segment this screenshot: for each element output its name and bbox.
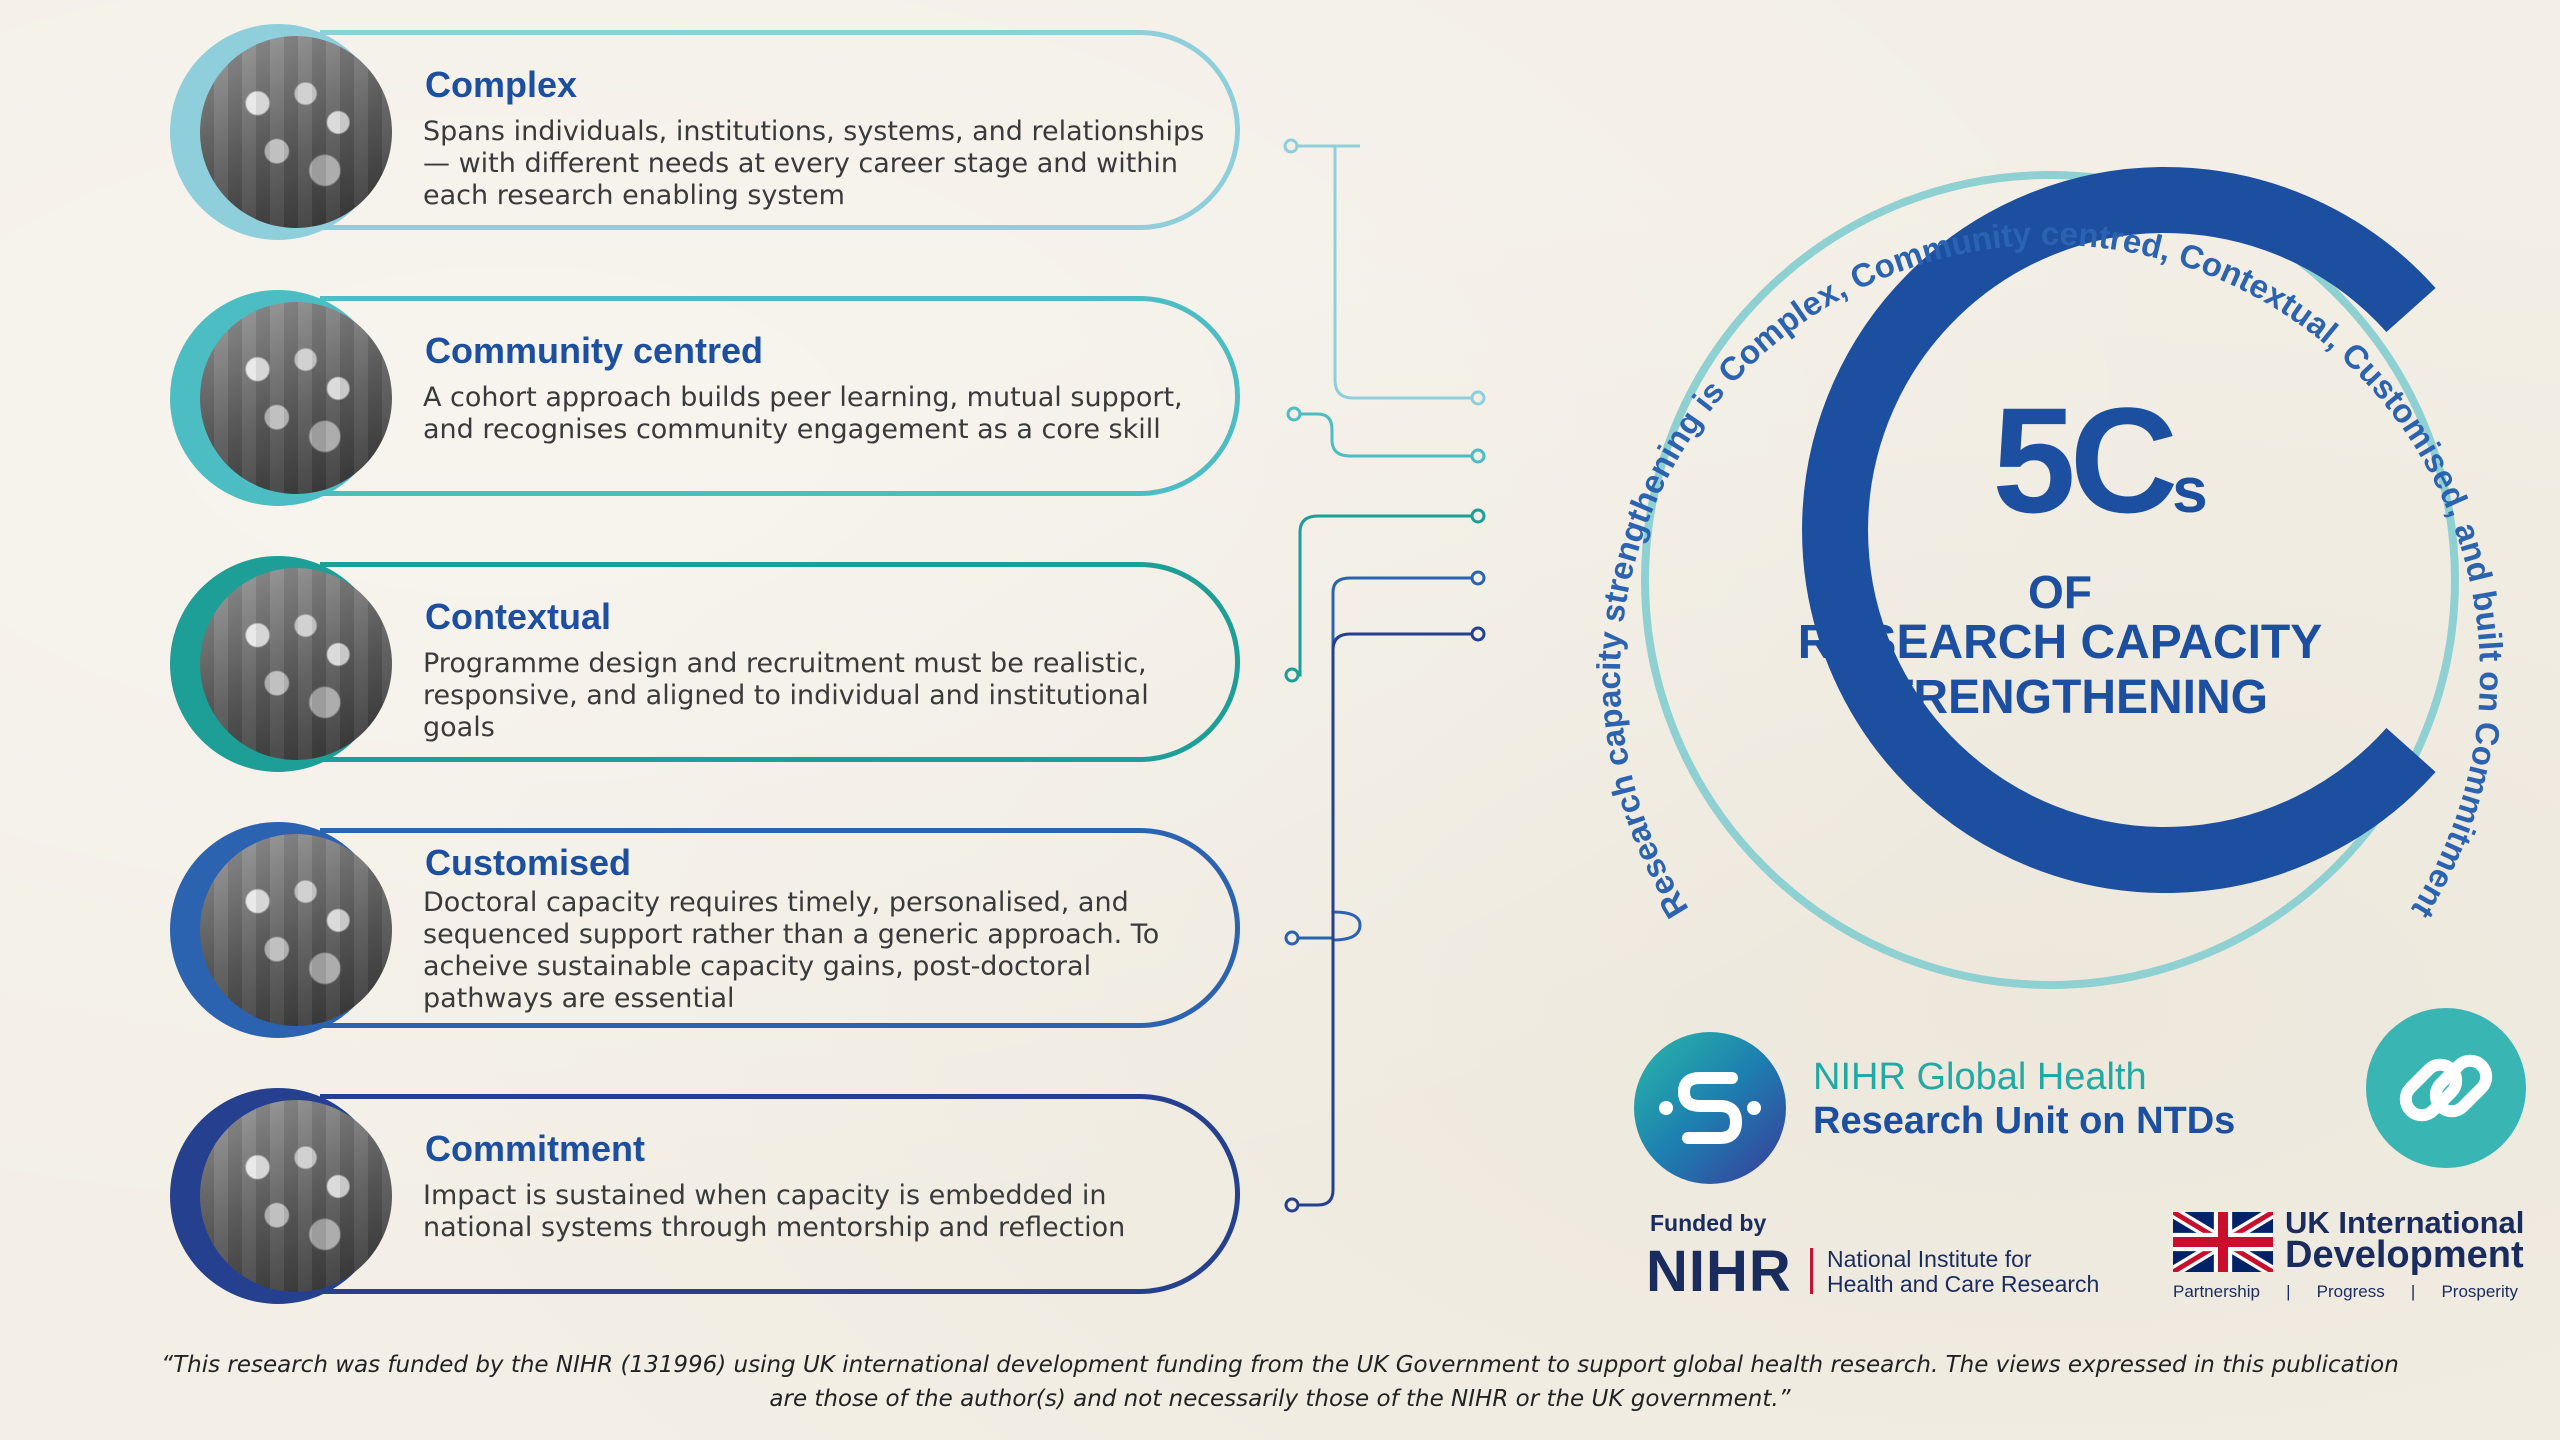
card-customised: Customised Doctoral capacity requires ti… <box>170 822 1265 1038</box>
connector-node-complex-start <box>1283 138 1299 154</box>
group-photo <box>200 568 392 760</box>
connector-customised-loop <box>1332 910 1362 942</box>
title-research-capacity: RESEARCH CAPACITY STRENGTHENING <box>1797 616 2323 724</box>
card-title: Community centred <box>425 330 764 371</box>
uk-flag-icon <box>2173 1212 2273 1272</box>
connector-node-community-end <box>1470 448 1486 464</box>
card-complex: Complex Spans individuals, institutions,… <box>170 24 1265 240</box>
title-5cs: 5Cs <box>1992 376 2208 544</box>
card-commitment: Commitment Impact is sustained when capa… <box>170 1088 1265 1304</box>
connector-node-community-start <box>1286 406 1302 422</box>
card-body: A cohort approach builds peer learning, … <box>423 382 1183 445</box>
card-community: Community centred A cohort approach buil… <box>170 290 1265 506</box>
nihr-unit-name: NIHR Global Health Research Unit on NTDs <box>1813 1056 2236 1142</box>
card-title: Customised <box>425 842 632 883</box>
card-title: Contextual <box>425 596 612 637</box>
connector-node-commitment-end <box>1470 626 1486 642</box>
card-body: Doctoral capacity requires timely, perso… <box>423 887 1160 1014</box>
connector-node-complex-end <box>1470 390 1486 406</box>
connector-node-commitment-start <box>1284 1197 1300 1213</box>
card-frame <box>320 828 1240 1028</box>
connector-contextual <box>1292 514 1478 677</box>
connector-node-customised-start <box>1284 930 1300 946</box>
link-icon <box>2399 1054 2493 1122</box>
connector-customised <box>1292 576 1478 940</box>
five-cs-emblem: Research capacity strengthening is Compl… <box>1590 167 2510 989</box>
uk-tagline: Partnership | Progress | Prosperity <box>2173 1282 2518 1301</box>
connector-commitment <box>1292 632 1478 1207</box>
card-body: Spans individuals, institutions, systems… <box>423 116 1205 211</box>
connector-node-contextual-end <box>1470 508 1486 524</box>
card-frame <box>320 296 1240 496</box>
funding-disclaimer: “This research was funded by the NIHR (1… <box>161 1352 2399 1412</box>
nihr-divider <box>1810 1248 1813 1294</box>
outer-ring <box>1641 171 2459 989</box>
group-photo <box>200 36 392 228</box>
funded-by-label: Funded by <box>1650 1210 1767 1236</box>
nihr-unit-logo-icon <box>1634 1032 1786 1184</box>
nihr-logo-text: NIHR <box>1646 1239 1792 1304</box>
connector-complex <box>1291 144 1478 400</box>
card-body: Impact is sustained when capacity is emb… <box>423 1180 1126 1243</box>
card-body: Programme design and recruitment must be… <box>423 648 1149 743</box>
card-contextual: Contextual Programme design and recruitm… <box>170 556 1265 772</box>
card-frame <box>320 562 1240 762</box>
connector-node-customised-end <box>1470 570 1486 586</box>
nihr-full-name: National Institute for Health and Care R… <box>1827 1246 2100 1297</box>
card-title: Commitment <box>425 1128 646 1169</box>
card-title: Complex <box>425 64 578 105</box>
link-button[interactable] <box>2366 1008 2526 1168</box>
connector-node-contextual-start <box>1284 667 1300 683</box>
group-photo <box>200 1100 392 1292</box>
group-photo <box>200 834 392 1026</box>
title-of: OF <box>2028 566 2092 618</box>
connector-community <box>1294 412 1478 458</box>
big-c-shape <box>1802 167 2436 893</box>
group-photo <box>200 302 392 494</box>
card-frame <box>320 1094 1240 1294</box>
card-frame <box>320 30 1240 230</box>
uk-international-development: UK International Development <box>2285 1205 2525 1276</box>
